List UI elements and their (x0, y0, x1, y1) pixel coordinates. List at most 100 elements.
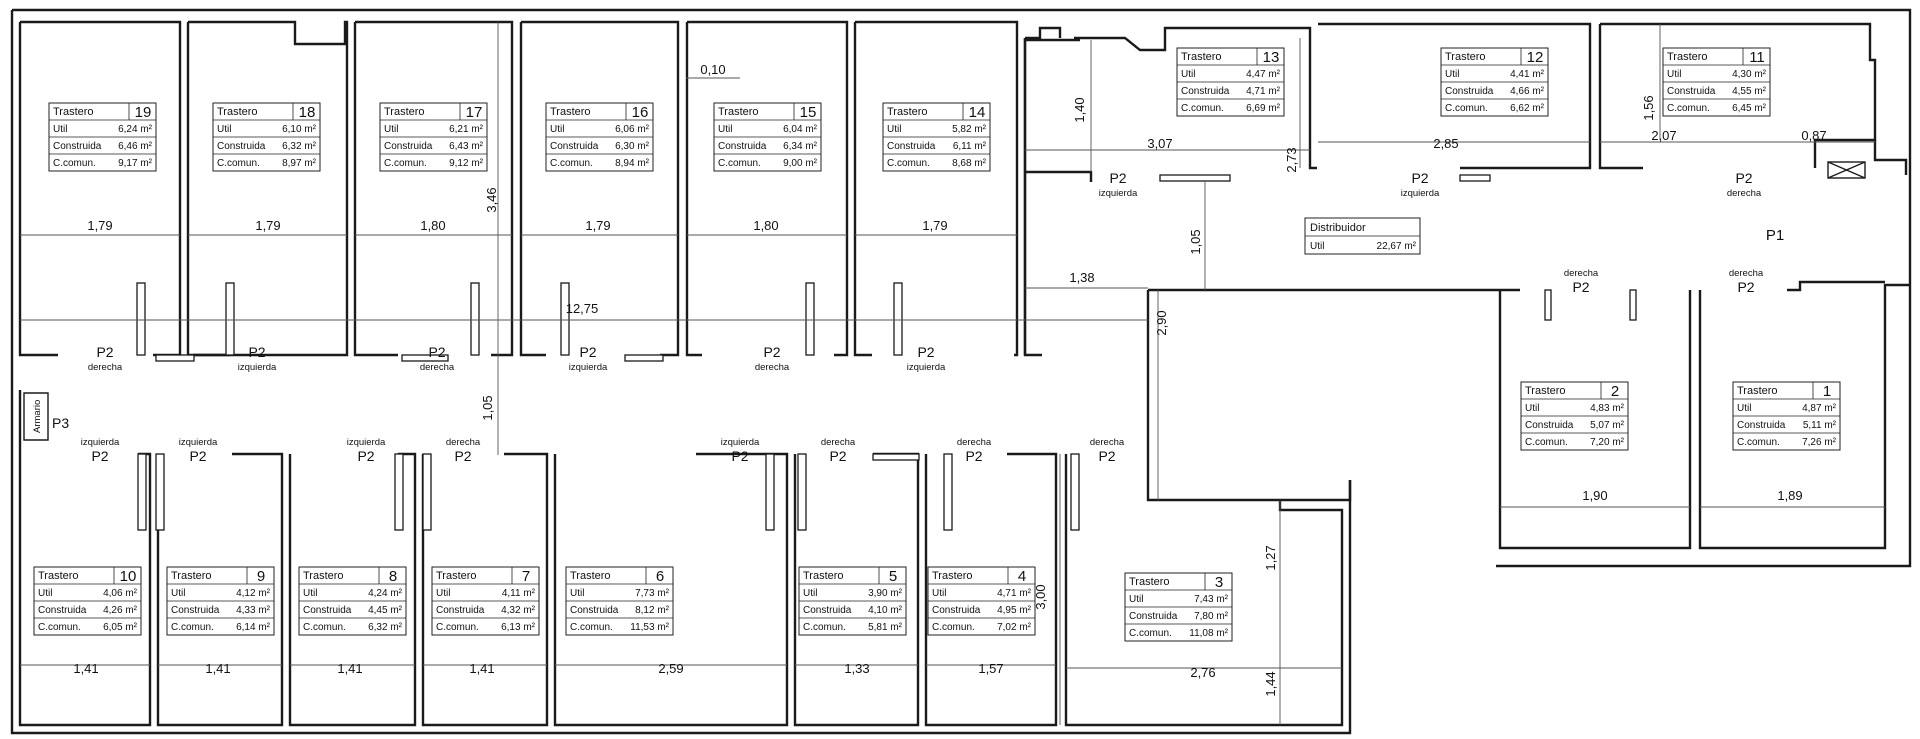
door-jamb (805, 282, 815, 356)
door-direction-label: derecha (755, 362, 790, 373)
door-type-label: P2 (1098, 448, 1115, 464)
door-jamb (136, 282, 146, 356)
door-type-label: P2 (1735, 170, 1752, 186)
room-box-label: Util (217, 124, 231, 135)
room-box-label: C.comun. (384, 158, 427, 169)
room-box-label: C.comun. (171, 622, 214, 633)
room-box-label: C.comun. (1667, 103, 1710, 114)
room-box-value: 4,32 m² (501, 605, 536, 616)
dimension-label: 12,75 (566, 301, 599, 316)
room-box-value: 4,66 m² (1510, 86, 1545, 97)
room-box-value: 7,02 m² (997, 622, 1032, 633)
dimension-label: 1,41 (469, 661, 494, 676)
room-box-label: Util (887, 124, 901, 135)
room-box-value: 6,24 m² (118, 124, 153, 135)
distribuidor-util-value: 22,67 m² (1377, 241, 1417, 252)
door-type-label: P2 (96, 344, 113, 360)
room-box-value: 4,71 m² (997, 588, 1032, 599)
room-box-label: Construida (53, 141, 102, 152)
room-box-label: Construida (932, 605, 981, 616)
room-box-label: Construida (384, 141, 433, 152)
door-type-label: P2 (428, 344, 445, 360)
door-type-label: P2 (1737, 279, 1754, 295)
room-box-number: 17 (466, 104, 483, 121)
room-box-value: 4,26 m² (103, 605, 138, 616)
room-box-value: 8,12 m² (635, 605, 670, 616)
door-jamb (1544, 289, 1552, 321)
room-box-value: 4,30 m² (1732, 69, 1767, 80)
door-type-label: P2 (731, 448, 748, 464)
door-direction-label: izquierda (1401, 188, 1440, 199)
room-box-label: C.comun. (1445, 103, 1488, 114)
room-box-value: 6,32 m² (368, 622, 403, 633)
room-box-label: C.comun. (1525, 437, 1568, 448)
room-box-label: Util (1445, 69, 1459, 80)
room-box-label: Construida (303, 605, 352, 616)
room-box-label: Util (436, 588, 450, 599)
room-box-label: Construida (718, 141, 767, 152)
room-box-number: 10 (120, 568, 137, 585)
room-box-label: Util (1667, 69, 1681, 80)
room-box-title: Trastero (384, 106, 425, 118)
dimension-label: 1,57 (978, 661, 1003, 676)
room-box-value: 7,20 m² (1590, 437, 1625, 448)
door-jamb (893, 282, 903, 356)
vent-symbol (1827, 161, 1866, 179)
door-direction-label: izquierda (907, 362, 946, 373)
door-jamb (155, 453, 165, 531)
dimension-label: 1,79 (255, 218, 280, 233)
room-box-value: 7,80 m² (1194, 611, 1229, 622)
room-box-value: 6,45 m² (1732, 103, 1767, 114)
room-box-label: C.comun. (1129, 628, 1172, 639)
room-box-title: Trastero (718, 106, 759, 118)
room-box-title: Trastero (887, 106, 928, 118)
door-direction-label: izquierda (347, 437, 386, 448)
room-box-value: 4,11 m² (502, 588, 536, 599)
door-type-label: P2 (579, 344, 596, 360)
room-box-label: Construida (1445, 86, 1494, 97)
room-box-title: Trastero (53, 106, 94, 118)
room-box-value: 8,68 m² (952, 158, 987, 169)
room-box-label: Util (1737, 403, 1751, 414)
room-box-value: 4,83 m² (1590, 403, 1625, 414)
dimension-label: 1,05 (1188, 229, 1203, 254)
room-box-value: 4,06 m² (103, 588, 138, 599)
dimension-label: 3,00 (1033, 584, 1048, 609)
room-box-label: Construida (1181, 86, 1230, 97)
door-jamb (765, 453, 775, 531)
dimension-label: 1,33 (844, 661, 869, 676)
room-box-title: Trastero (303, 570, 344, 582)
distribuidor-util-label: Util (1310, 241, 1324, 252)
dimension-label: 3,46 (484, 187, 499, 212)
room-box-label: C.comun. (718, 158, 761, 169)
dimension-label: 1,44 (1263, 671, 1278, 696)
door-direction-label: derecha (957, 437, 992, 448)
door-jamb (943, 453, 953, 531)
room-box-value: 6,14 m² (236, 622, 271, 633)
room-box-label: Util (1129, 594, 1143, 605)
door-jamb (401, 354, 449, 362)
door-type-label: P2 (1411, 170, 1428, 186)
room-box-number: 4 (1018, 568, 1026, 585)
room-box-value: 6,21 m² (449, 124, 484, 135)
room-box-number: 3 (1215, 574, 1223, 591)
room-box-value: 6,10 m² (282, 124, 317, 135)
room-box-title: Trastero (1445, 51, 1486, 63)
room-box-title: Trastero (570, 570, 611, 582)
door-direction-label: derecha (821, 437, 856, 448)
room-box-value: 7,73 m² (635, 588, 670, 599)
